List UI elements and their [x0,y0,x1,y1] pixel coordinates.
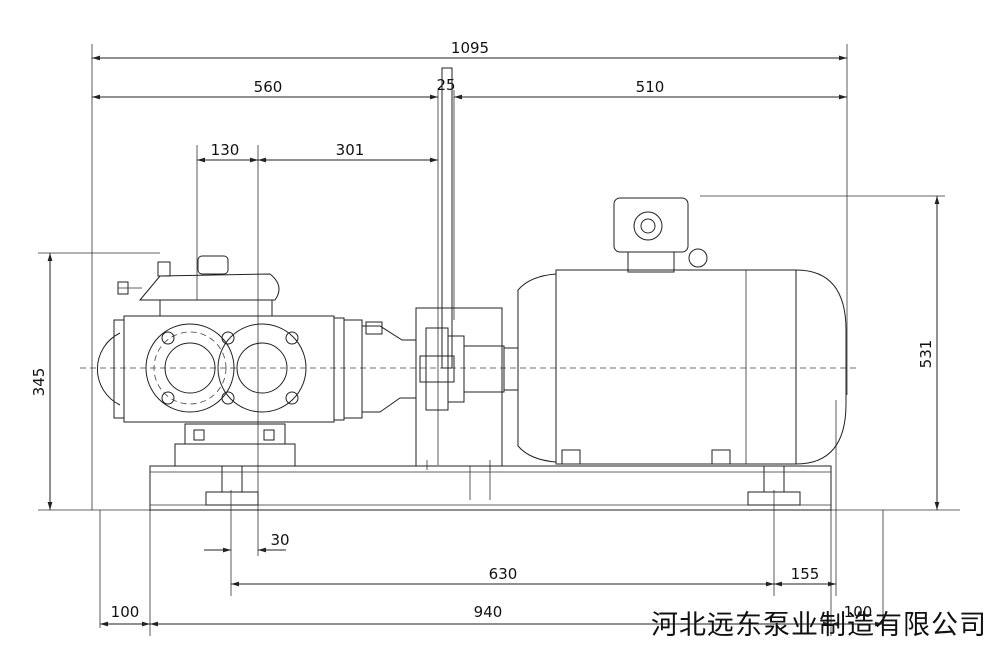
coupling [415,67,519,467]
dim-base-left-margin: 100 [111,603,140,621]
dim-height-motor: 531 [917,340,935,369]
dim-pump-section: 560 [254,78,283,96]
dim-base-right-margin: 100 [844,603,873,621]
dim-coupling-gap: 25 [436,76,455,94]
dim-inlet-offset: 130 [211,141,240,159]
dim-height-pump: 345 [30,368,48,397]
base-frame [149,460,832,511]
dim-bolt-span: 630 [489,565,518,583]
dim-overall-length: 1095 [451,39,489,57]
dim-motor-section: 510 [636,78,665,96]
dim-pump-to-coupling: 301 [336,141,365,159]
dimension-labels: 1095 560 25 510 130 301 345 531 30 630 1… [30,39,935,621]
dim-motor-foot-offset: 155 [791,565,820,583]
dimension-lines [47,55,940,627]
dim-foot-offset: 30 [270,531,289,549]
extension-lines [38,44,960,636]
dim-base-length: 940 [474,603,503,621]
electric-motor [517,197,847,465]
screw-pump [97,255,417,467]
company-name: 河北远东泵业制造有限公司 [651,610,987,641]
